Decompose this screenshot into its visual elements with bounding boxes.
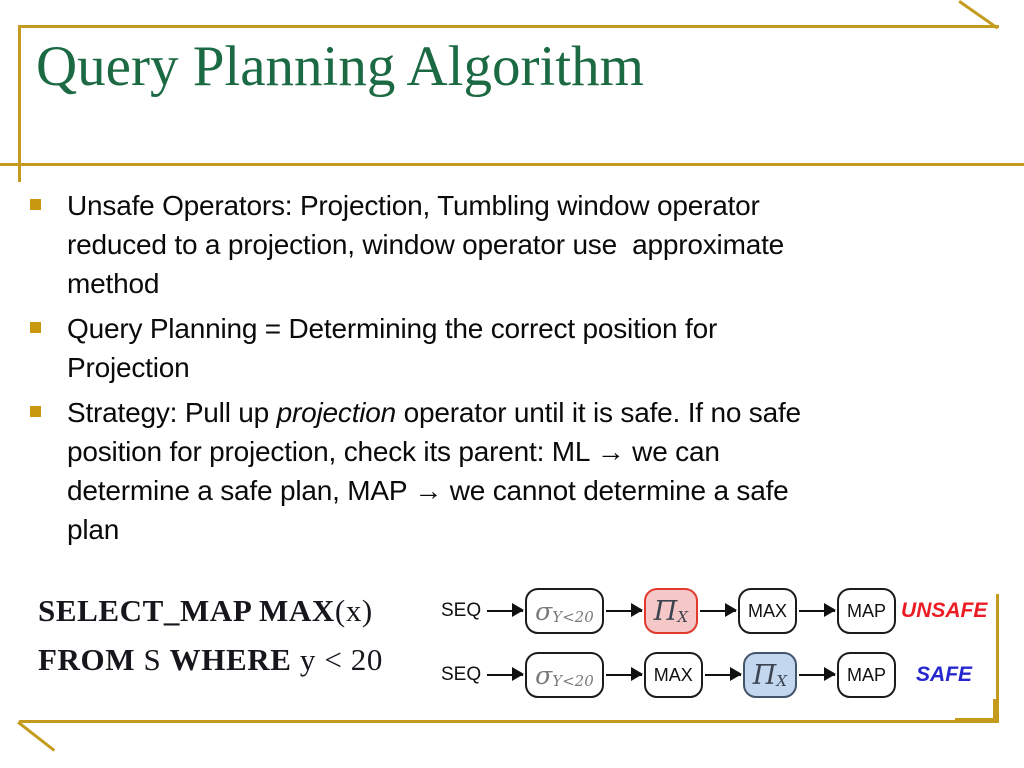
flow-source-label: SEQ	[441, 600, 482, 621]
text-segment: projection	[276, 397, 397, 428]
code-line: FROM S WHERE y < 20	[38, 635, 383, 684]
text-segment: plan	[67, 514, 120, 545]
frame-title-divider-line	[0, 163, 1024, 166]
text-segment: FROM	[38, 642, 136, 677]
text-segment: SELECT_MAP MAX	[38, 593, 335, 628]
bullet-item: Query Planning = Determining the correct…	[30, 309, 990, 387]
node-subscript: X	[776, 671, 788, 690]
frame-bottom-line	[19, 720, 999, 723]
arrow-icon	[487, 604, 525, 616]
frame-left-line	[18, 25, 21, 182]
node-symbol: Π	[653, 595, 678, 627]
text-segment: method	[67, 268, 160, 299]
node-symbol: Π	[752, 659, 777, 691]
arrow-icon	[700, 604, 737, 616]
arrow-icon	[605, 604, 643, 616]
code-line: SELECT_MAP MAX(x)	[38, 586, 383, 635]
frame-top-line	[18, 25, 999, 28]
bullet-text: Query Planning = Determining the correct…	[67, 309, 717, 387]
text-segment: WHERE	[169, 642, 292, 677]
text-segment: Strategy: Pull up	[67, 397, 277, 428]
node-subscript: Y<20	[552, 671, 594, 690]
node-subscript: X	[677, 607, 688, 626]
frame-bottom-right-corner	[993, 699, 999, 723]
text-segment: operator until it is safe. If no safe	[396, 397, 801, 428]
frame-bottom-right-corner	[955, 718, 999, 723]
bullet-square-icon	[30, 406, 41, 417]
node-symbol: σ	[535, 596, 553, 626]
operator-node-max: MAX	[738, 588, 798, 634]
bullet-text: Strategy: Pull up projection operator un…	[67, 393, 801, 549]
frame-right-line	[996, 594, 999, 723]
operator-node-map: MAP	[837, 588, 897, 634]
arrow-icon	[704, 668, 742, 680]
bullet-text: Unsafe Operators: Projection, Tumbling w…	[67, 186, 784, 303]
text-segment: reduced to a projection, window operator…	[67, 229, 785, 260]
verdict-label: UNSAFE	[901, 599, 988, 622]
operator-node-map: MAP	[837, 652, 897, 698]
text-segment: determine a safe plan, MAP → we cannot d…	[67, 475, 789, 506]
text-segment: position for projection, check its paren…	[67, 436, 720, 467]
bullet-item: Unsafe Operators: Projection, Tumbling w…	[30, 186, 990, 303]
bullet-square-icon	[30, 322, 41, 333]
text-segment: Query Planning = Determining the correct…	[67, 313, 718, 344]
bullet-item: Strategy: Pull up projection operator un…	[30, 393, 990, 549]
bullet-list: Unsafe Operators: Projection, Tumbling w…	[30, 186, 990, 555]
slide-title: Query Planning Algorithm	[36, 35, 644, 98]
flow-source-label: SEQ	[441, 664, 482, 685]
text-segment: S	[135, 642, 170, 677]
arrow-icon	[487, 668, 525, 680]
frame-bottom-left-diagonal	[17, 721, 56, 752]
arrow-icon	[799, 604, 837, 616]
text-segment: Projection	[67, 352, 190, 383]
arrow-icon	[799, 668, 837, 680]
verdict-label: SAFE	[916, 663, 973, 686]
arrow-icon	[605, 668, 643, 680]
text-segment: y < 20	[291, 642, 383, 677]
text-segment: (x)	[334, 593, 373, 628]
text-segment: Unsafe Operators: Projection, Tumbling w…	[67, 190, 760, 221]
bullet-square-icon	[30, 199, 41, 210]
sql-code-block: SELECT_MAP MAX(x)FROM S WHERE y < 20	[38, 586, 383, 684]
node-symbol: σ	[535, 660, 553, 690]
node-subscript: Y<20	[552, 607, 594, 626]
operator-node-max: MAX	[643, 652, 703, 698]
